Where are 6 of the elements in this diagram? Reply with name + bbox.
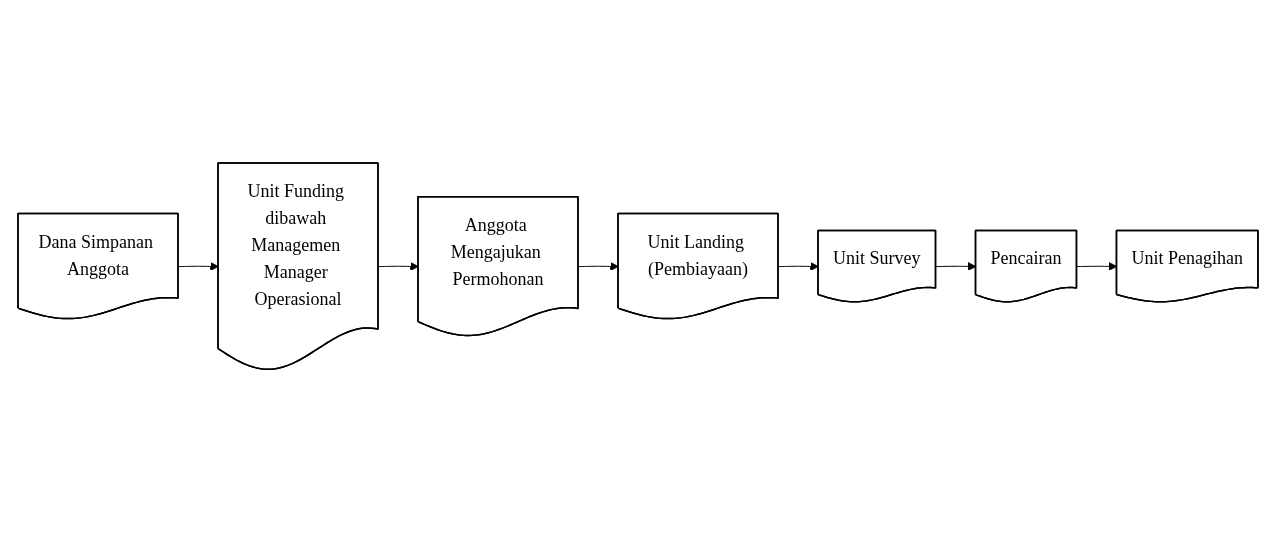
arrow [1076, 262, 1117, 272]
arrow [935, 262, 976, 272]
arrow [777, 262, 819, 272]
arrow [577, 262, 619, 272]
arrow [377, 262, 419, 272]
arrow [177, 262, 219, 272]
